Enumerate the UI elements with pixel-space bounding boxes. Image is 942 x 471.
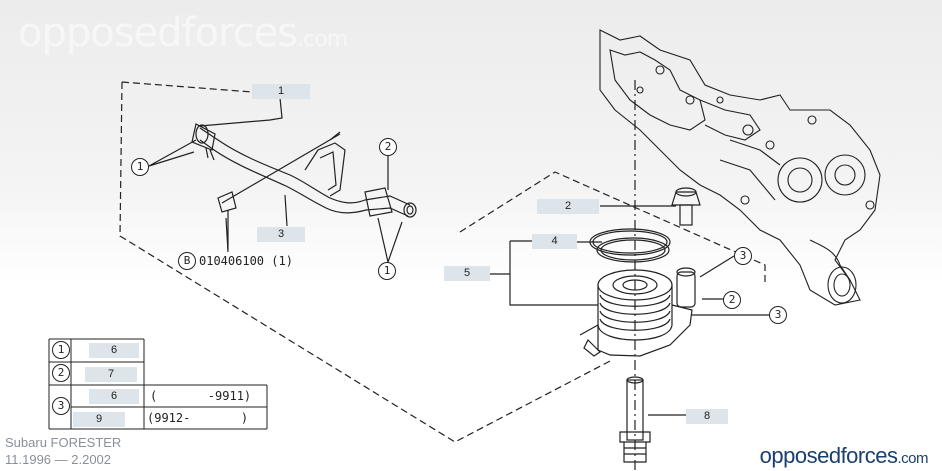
part-label-2: 2 [537,199,599,214]
callout-1-pipe-end: 1 [378,262,396,280]
oil-pipe [191,123,417,218]
part-label-4: 4 [532,234,577,249]
callout-1-pipe-clamps: 1 [131,158,149,176]
table-callout-1: 1 [52,341,70,359]
table-part-1: 6 [89,343,139,358]
bolt-callout-b: B [178,252,196,270]
drain-plug [671,187,701,226]
table-range-3b: (9912- ) [147,411,249,425]
part-label-8: 8 [686,409,728,424]
oil-cooler [579,237,696,357]
model-name: Subaru FORESTER [5,435,122,450]
table-callout-3: 3 [52,397,70,415]
part-label-5: 5 [444,266,490,281]
legend-table-grid [48,338,268,430]
brand-logo[interactable]: opposedforces.com [759,443,929,468]
part-label-3: 3 [257,227,305,242]
engine-block [599,29,881,306]
bolt-note: 010406100 (1) [199,254,293,268]
model-info: Subaru FORESTER 11.1996 — 2.2002 [5,434,121,468]
table-callout-2: 2 [52,364,70,382]
model-years: 11.1996 — 2.2002 [5,452,112,467]
callout-3-lower: 3 [769,306,787,324]
o-ring [589,228,671,256]
legend-table: 1 6 2 7 3 6 ( -9911) 9 (9912- ) [49,339,267,429]
table-range-3a: ( -9911) [150,389,252,403]
callout-3-upper: 3 [734,247,752,265]
callout-2-pipe-end: 2 [379,138,397,156]
table-part-3a: 6 [89,389,139,404]
table-part-3b: 9 [73,412,125,427]
union-bolt [619,376,651,463]
table-part-2: 7 [85,367,137,382]
callout-2-cooler: 2 [723,291,741,309]
assembly-boundary [119,81,766,443]
part-label-1: 1 [252,84,310,99]
watermark: opposedforces.com [18,10,348,56]
